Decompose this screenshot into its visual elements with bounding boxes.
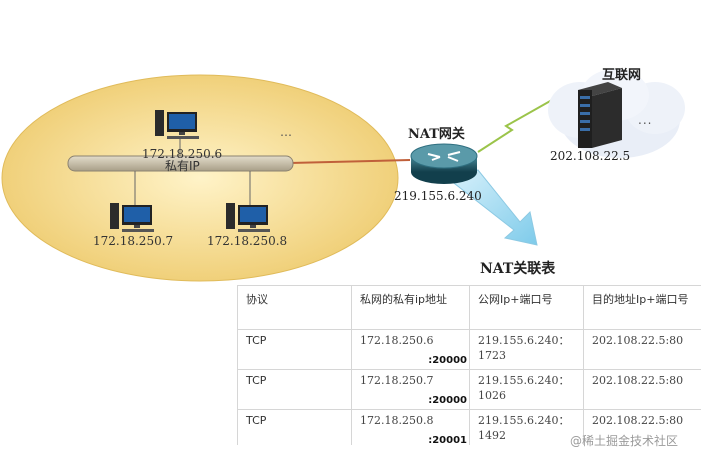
wireless-link [477, 99, 553, 153]
lan-area [1, 74, 399, 282]
computer-icon [155, 110, 199, 139]
table-row: TCP 172.18.250.8 :20001 219.155.6.240：149… [237, 409, 701, 445]
gateway-ip: 219.155.6.240 [394, 189, 482, 203]
protocol-cell: TCP [237, 409, 352, 445]
router-icon [410, 143, 478, 184]
public-cell: 219.155.6.240：1492 [469, 409, 584, 445]
table-row: TCP 172.18.250.6 :20000 219.155.6.240：172… [237, 329, 701, 370]
nat-table-title: NAT关联表 [480, 261, 556, 277]
public-cell: 219.155.6.240：1026 [469, 369, 584, 410]
private-ip: 172.18.250.7 [360, 374, 434, 387]
gateway-label: NAT网关 [408, 127, 465, 142]
protocol-cell: TCP [237, 369, 352, 410]
private-ip-cell: 172.18.250.6 :20000 [351, 329, 470, 370]
computer-icon [110, 203, 154, 232]
column-header: 协议 [237, 285, 352, 330]
private-port: :20000 [428, 355, 467, 366]
lan-router-link [289, 159, 411, 164]
nat-table: 协议 私网的私有ip地址 公网Ip+端口号 目的地址Ip+端口号 TCP 172… [237, 285, 701, 445]
private-port: :20001 [428, 435, 467, 445]
host-ip-1: 172.18.250.6 [142, 147, 223, 161]
computer-icon [226, 203, 270, 232]
internet-label: 互联网 [602, 68, 642, 83]
private-ip-cell: 172.18.250.8 :20001 [351, 409, 470, 445]
dest-cell: 202.108.22.5:80 [583, 409, 701, 445]
bus-label: 私有IP [165, 159, 200, 173]
dest-cell: 202.108.22.5:80 [583, 329, 701, 370]
server-ip: 202.108.22.5 [550, 149, 631, 163]
dest-cell: 202.108.22.5:80 [583, 369, 701, 410]
table-header-row: 协议 私网的私有ip地址 公网Ip+端口号 目的地址Ip+端口号 [237, 285, 701, 330]
watermark: @稀土掘金技术社区 [570, 434, 679, 448]
cloud-ellipsis: ... [638, 113, 653, 127]
host-ip-2: 172.18.250.7 [93, 234, 174, 248]
private-ip: 172.18.250.8 [360, 414, 434, 427]
private-ip: 172.18.250.6 [360, 334, 434, 347]
public-cell: 219.155.6.240：1723 [469, 329, 584, 370]
private-ip-cell: 172.18.250.7 :20000 [351, 369, 470, 410]
column-header: 公网Ip+端口号 [469, 285, 584, 330]
column-header: 目的地址Ip+端口号 [583, 285, 701, 330]
host-ip-3: 172.18.250.8 [207, 234, 288, 248]
column-header: 私网的私有ip地址 [351, 285, 470, 330]
protocol-cell: TCP [237, 329, 352, 370]
nat-arrow [448, 169, 538, 246]
table-row: TCP 172.18.250.7 :20000 219.155.6.240：102… [237, 369, 701, 410]
private-port: :20000 [428, 395, 467, 406]
server-icon [578, 82, 622, 148]
nat-table-container: 协议 私网的私有ip地址 公网Ip+端口号 目的地址Ip+端口号 TCP 172… [237, 285, 701, 445]
lan-ellipsis: … [280, 125, 293, 139]
